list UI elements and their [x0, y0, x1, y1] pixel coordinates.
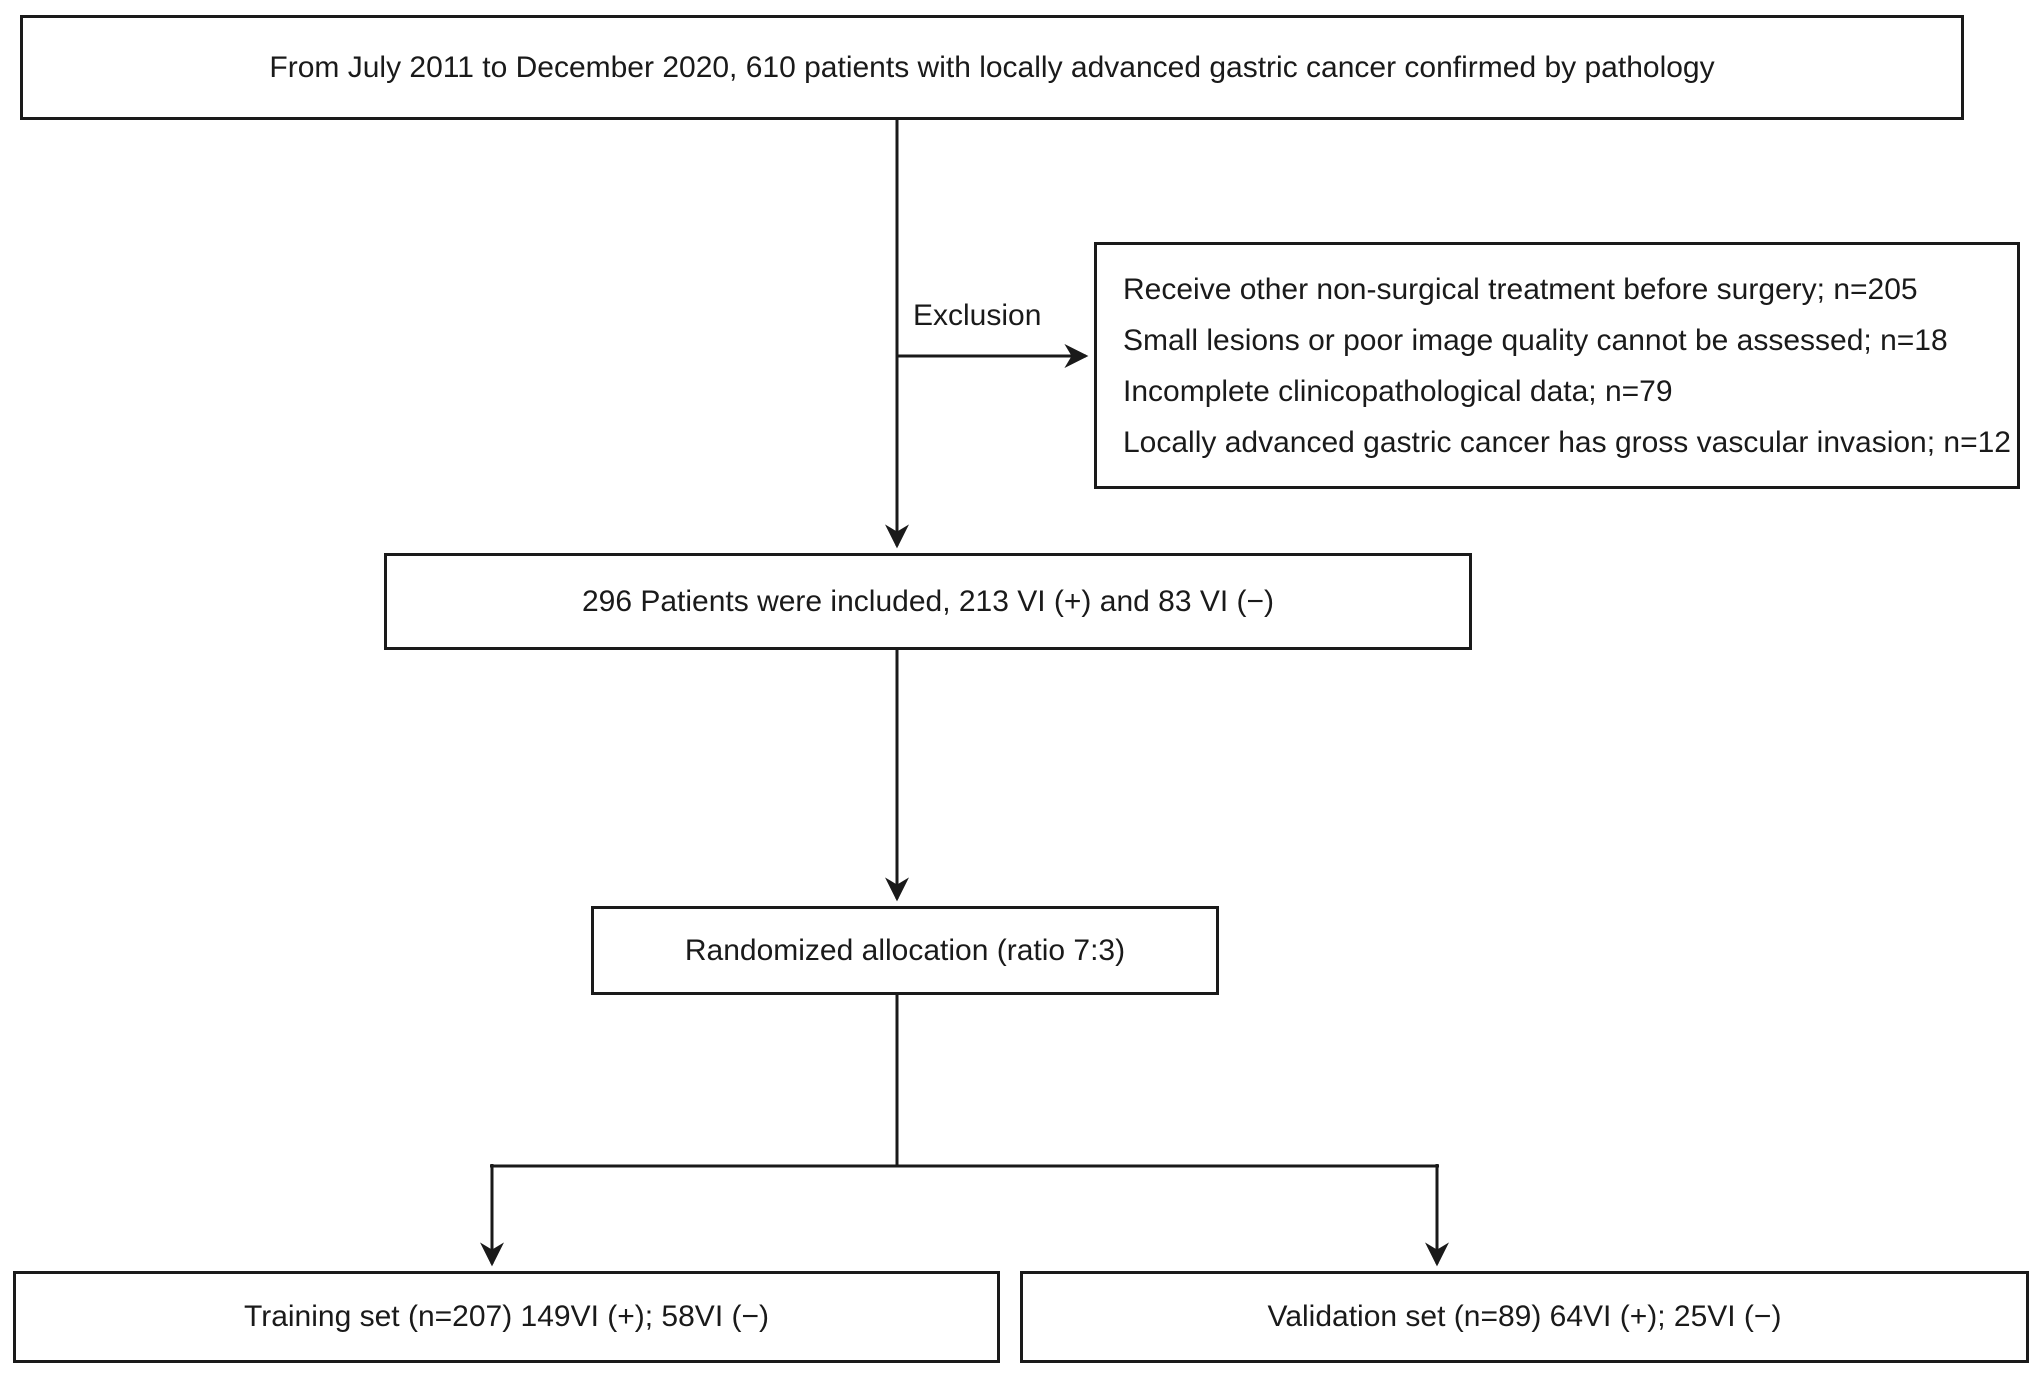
exclusion-arrow-label: Exclusion — [913, 299, 1042, 332]
training-set-box: Training set (n=207) 149VI (+); 58VI (−) — [13, 1271, 1000, 1363]
exclusion-item: Small lesions or poor image quality cann… — [1123, 323, 1948, 357]
exclusion-criteria-box: Receive other non-surgical treatment bef… — [1094, 242, 2020, 489]
included-patients-text: 296 Patients were included, 213 VI (+) a… — [581, 584, 1275, 618]
randomized-allocation-box: Randomized allocation (ratio 7:3) — [591, 906, 1219, 995]
enrollment-text: From July 2011 to December 2020, 610 pat… — [269, 50, 1715, 84]
training-set-text: Training set (n=207) 149VI (+); 58VI (−) — [244, 1300, 769, 1333]
included-patients-box: 296 Patients were included, 213 VI (+) a… — [384, 553, 1472, 650]
exclusion-item: Locally advanced gastric cancer has gros… — [1123, 425, 2011, 459]
validation-set-text: Validation set (n=89) 64VI (+); 25VI (−) — [1267, 1300, 1782, 1333]
exclusion-item: Incomplete clinicopathological data; n=7… — [1123, 374, 1673, 408]
validation-set-box: Validation set (n=89) 64VI (+); 25VI (−) — [1020, 1271, 2029, 1363]
enrollment-box: From July 2011 to December 2020, 610 pat… — [20, 15, 1964, 120]
exclusion-item: Receive other non-surgical treatment bef… — [1123, 272, 1918, 306]
randomized-allocation-text: Randomized allocation (ratio 7:3) — [684, 933, 1126, 967]
